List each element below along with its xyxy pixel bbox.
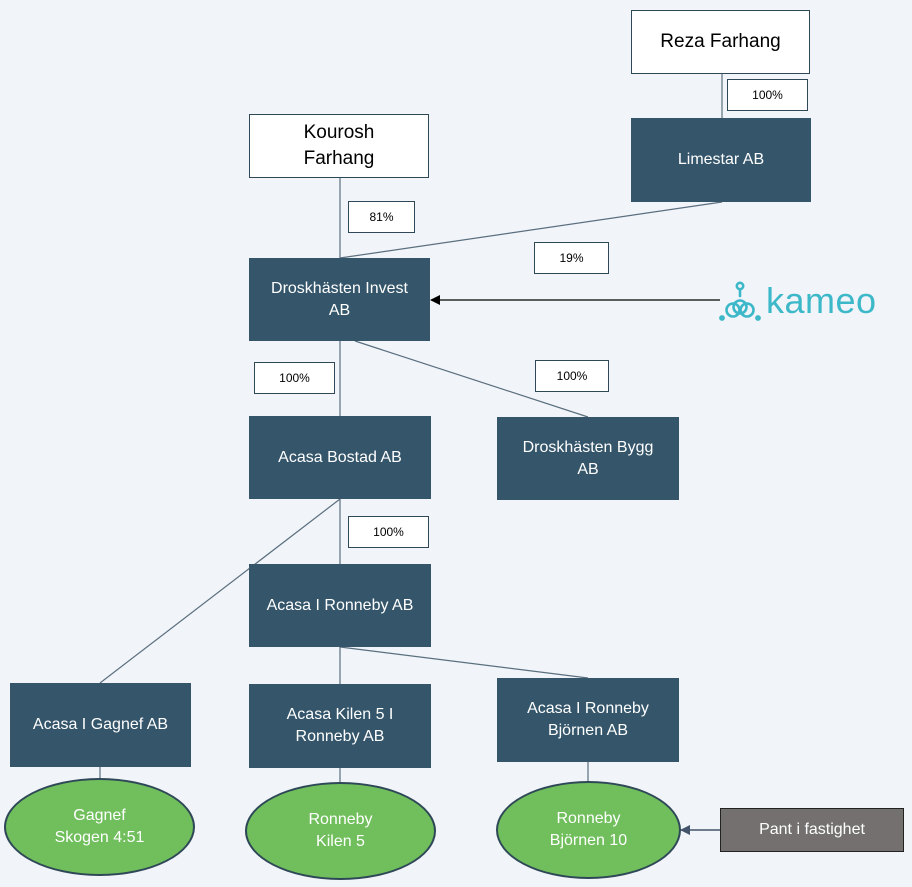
- company-droskhasten-invest: Droskhästen Invest AB: [249, 258, 430, 341]
- ownership-label-reza-limestar: 100%: [727, 79, 808, 111]
- ownership-label-invest-bygg: 100%: [535, 360, 609, 392]
- company-acasa-kilen: Acasa Kilen 5 I Ronneby AB: [249, 684, 431, 768]
- ownership-label-limestar-invest: 19%: [534, 242, 609, 274]
- kameo-logo-icon: [719, 281, 761, 321]
- edge-ronneby-bjornen: [339, 646, 589, 679]
- person-kourosh-farhang: Kourosh Farhang: [249, 114, 429, 178]
- edge-limestar-invest: [339, 201, 723, 259]
- property-gagnef-skogen: Gagnef Skogen 4:51: [4, 778, 195, 876]
- company-acasa-bjornen: Acasa I Ronneby Björnen AB: [497, 678, 679, 762]
- person-reza-farhang: Reza Farhang: [631, 10, 810, 74]
- ownership-label-invest-bostad: 100%: [254, 362, 335, 394]
- company-droskhasten-bygg: Droskhästen Bygg AB: [497, 417, 679, 500]
- company-acasa-gagnef: Acasa I Gagnef AB: [10, 683, 191, 767]
- property-ronneby-kilen: Ronneby Kilen 5: [245, 782, 436, 880]
- edge-invest-bygg: [354, 340, 589, 418]
- kameo-logo: kameo: [718, 280, 877, 322]
- pant-i-fastighet-box: Pant i fastighet: [720, 808, 904, 852]
- company-acasa-bostad: Acasa Bostad AB: [249, 416, 431, 499]
- company-limestar: Limestar AB: [631, 118, 811, 202]
- kameo-logo-text: kameo: [766, 280, 877, 321]
- property-ronneby-bjornen: Ronneby Björnen 10: [496, 781, 681, 879]
- ownership-label-bostad-ronneby: 100%: [348, 516, 429, 548]
- edge-bostad-gagnef: [99, 498, 341, 684]
- company-acasa-ronneby: Acasa I Ronneby AB: [249, 564, 431, 647]
- ownership-label-kourosh-invest: 81%: [348, 201, 415, 233]
